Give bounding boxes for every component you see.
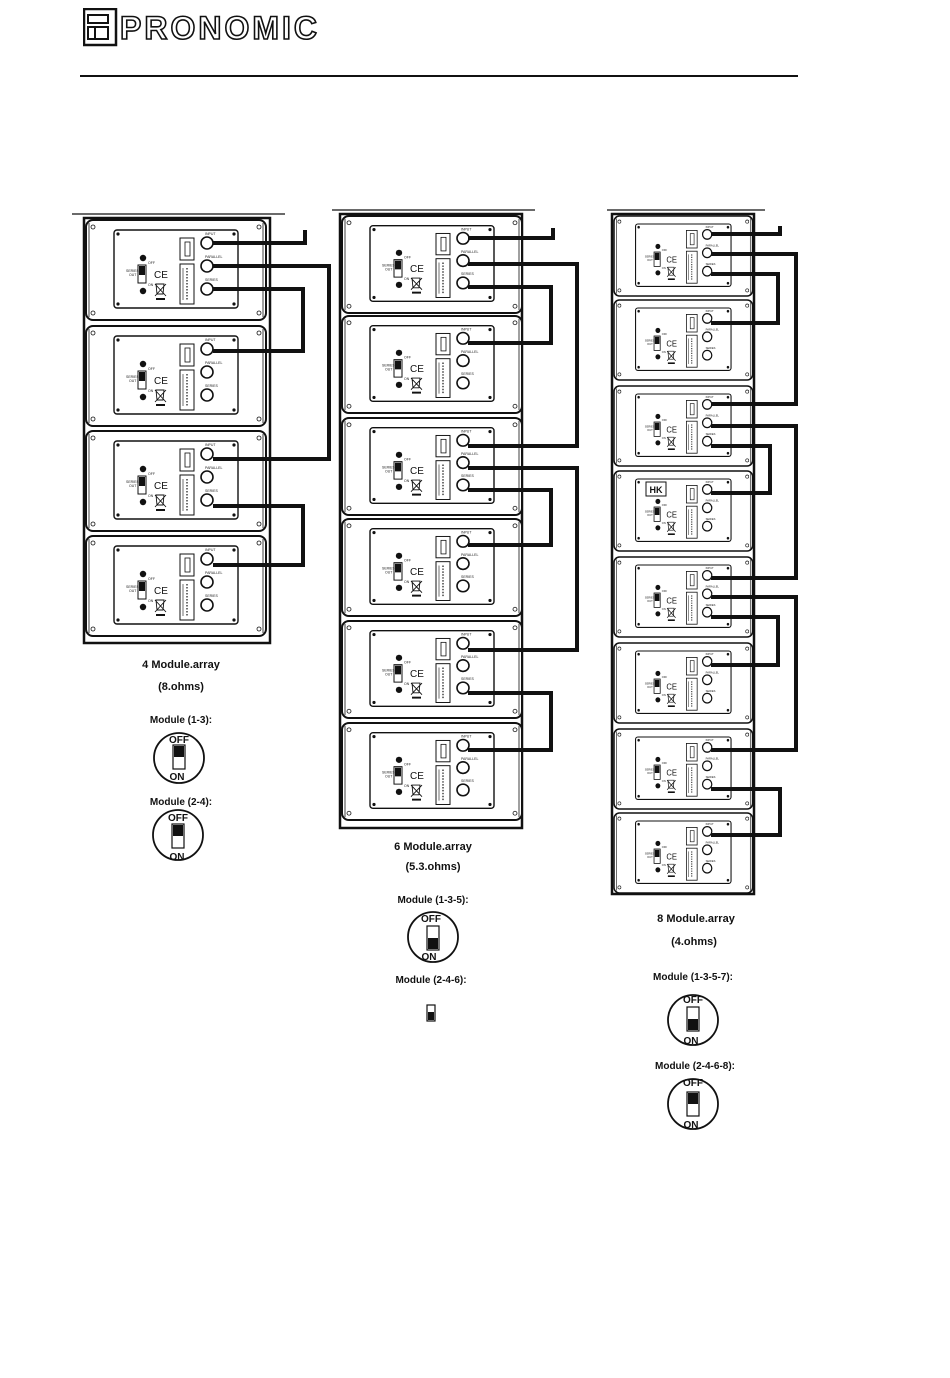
- module-2: [342, 316, 522, 413]
- array-8-switch-1-on: ON: [684, 1036, 699, 1047]
- module-1: [86, 220, 266, 320]
- module-3: [86, 431, 266, 531]
- array-8-switch-2-off: OFF: [683, 1078, 703, 1089]
- array-8-title: 8 Module.array: [657, 913, 736, 925]
- array-6-impedance: (5.3.ohms): [405, 861, 460, 873]
- array-8-switch-1-off: OFF: [683, 995, 703, 1006]
- array-8-switch-2-label: Module (2-4-6-8):: [655, 1061, 735, 1072]
- module-7: [614, 729, 753, 809]
- array-4-switch-1-off: OFF: [169, 735, 189, 746]
- module-4: [614, 471, 753, 551]
- array-4-switch-2-label: Module (2-4):: [150, 797, 212, 808]
- array-4-impedance: (8.ohms): [158, 681, 204, 693]
- array-8-switch-1-label: Module (1-3-5-7):: [653, 972, 733, 983]
- module-4: [342, 519, 522, 616]
- array-6-switch-1-off: OFF: [421, 914, 441, 925]
- array-8-impedance: (4.ohms): [671, 936, 717, 948]
- module-4: [86, 536, 266, 636]
- module-8: [614, 813, 753, 893]
- array-6-switch-2-icon: [427, 1005, 435, 1021]
- module-5: [342, 621, 522, 718]
- module-6: [342, 723, 522, 820]
- array-4-switch-2-on: ON: [170, 852, 185, 863]
- array-4-switch-2-off: OFF: [168, 813, 188, 824]
- module-6: [614, 643, 753, 723]
- array-4-switch-1-label: Module (1-3):: [150, 715, 212, 726]
- module-2: [86, 326, 266, 426]
- module-2: [614, 300, 753, 380]
- array-6-modules: 6 Module.array (5.3.ohms) Module (1-3-5)…: [332, 210, 577, 1021]
- array-8-switch-2-on: ON: [684, 1120, 699, 1131]
- array-4-title: 4 Module.array: [142, 659, 221, 671]
- array-4-switch-1-on: ON: [170, 772, 185, 783]
- array-6-switch-2-label: Module (2-4-6):: [395, 975, 466, 986]
- array-4-modules: 4 Module.array (8.ohms) Module (1-3): OF…: [72, 214, 329, 863]
- array-8-modules: HK 8 Module.array (4.ohms) Module (1-3-5…: [607, 210, 796, 1131]
- array-6-switch-1-on: ON: [422, 952, 437, 963]
- array-6-switch-1-label: Module (1-3-5):: [397, 895, 468, 906]
- array-6-title: 6 Module.array: [394, 841, 473, 853]
- hk-logo-text: HK: [650, 485, 663, 495]
